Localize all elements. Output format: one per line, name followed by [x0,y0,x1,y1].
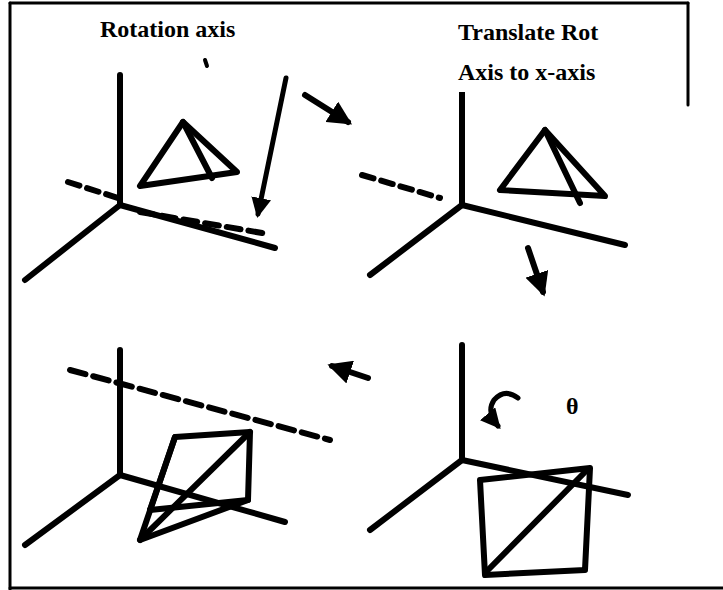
panel-rotated [370,345,628,575]
step-arrow [528,248,543,292]
step-arrow [332,366,368,378]
angle-label: θ [566,392,596,420]
frame-line [9,3,12,590]
step-label: Translate Rot Axis to x-axis [458,12,640,92]
panel-original [25,60,286,280]
panel-translated [362,80,625,275]
step-arrow [305,95,348,122]
axis-label: Rotation axis [100,14,330,44]
frame-line [10,587,723,590]
panel-restored [25,350,330,545]
frame-line [10,2,688,5]
frame-line [687,3,690,105]
